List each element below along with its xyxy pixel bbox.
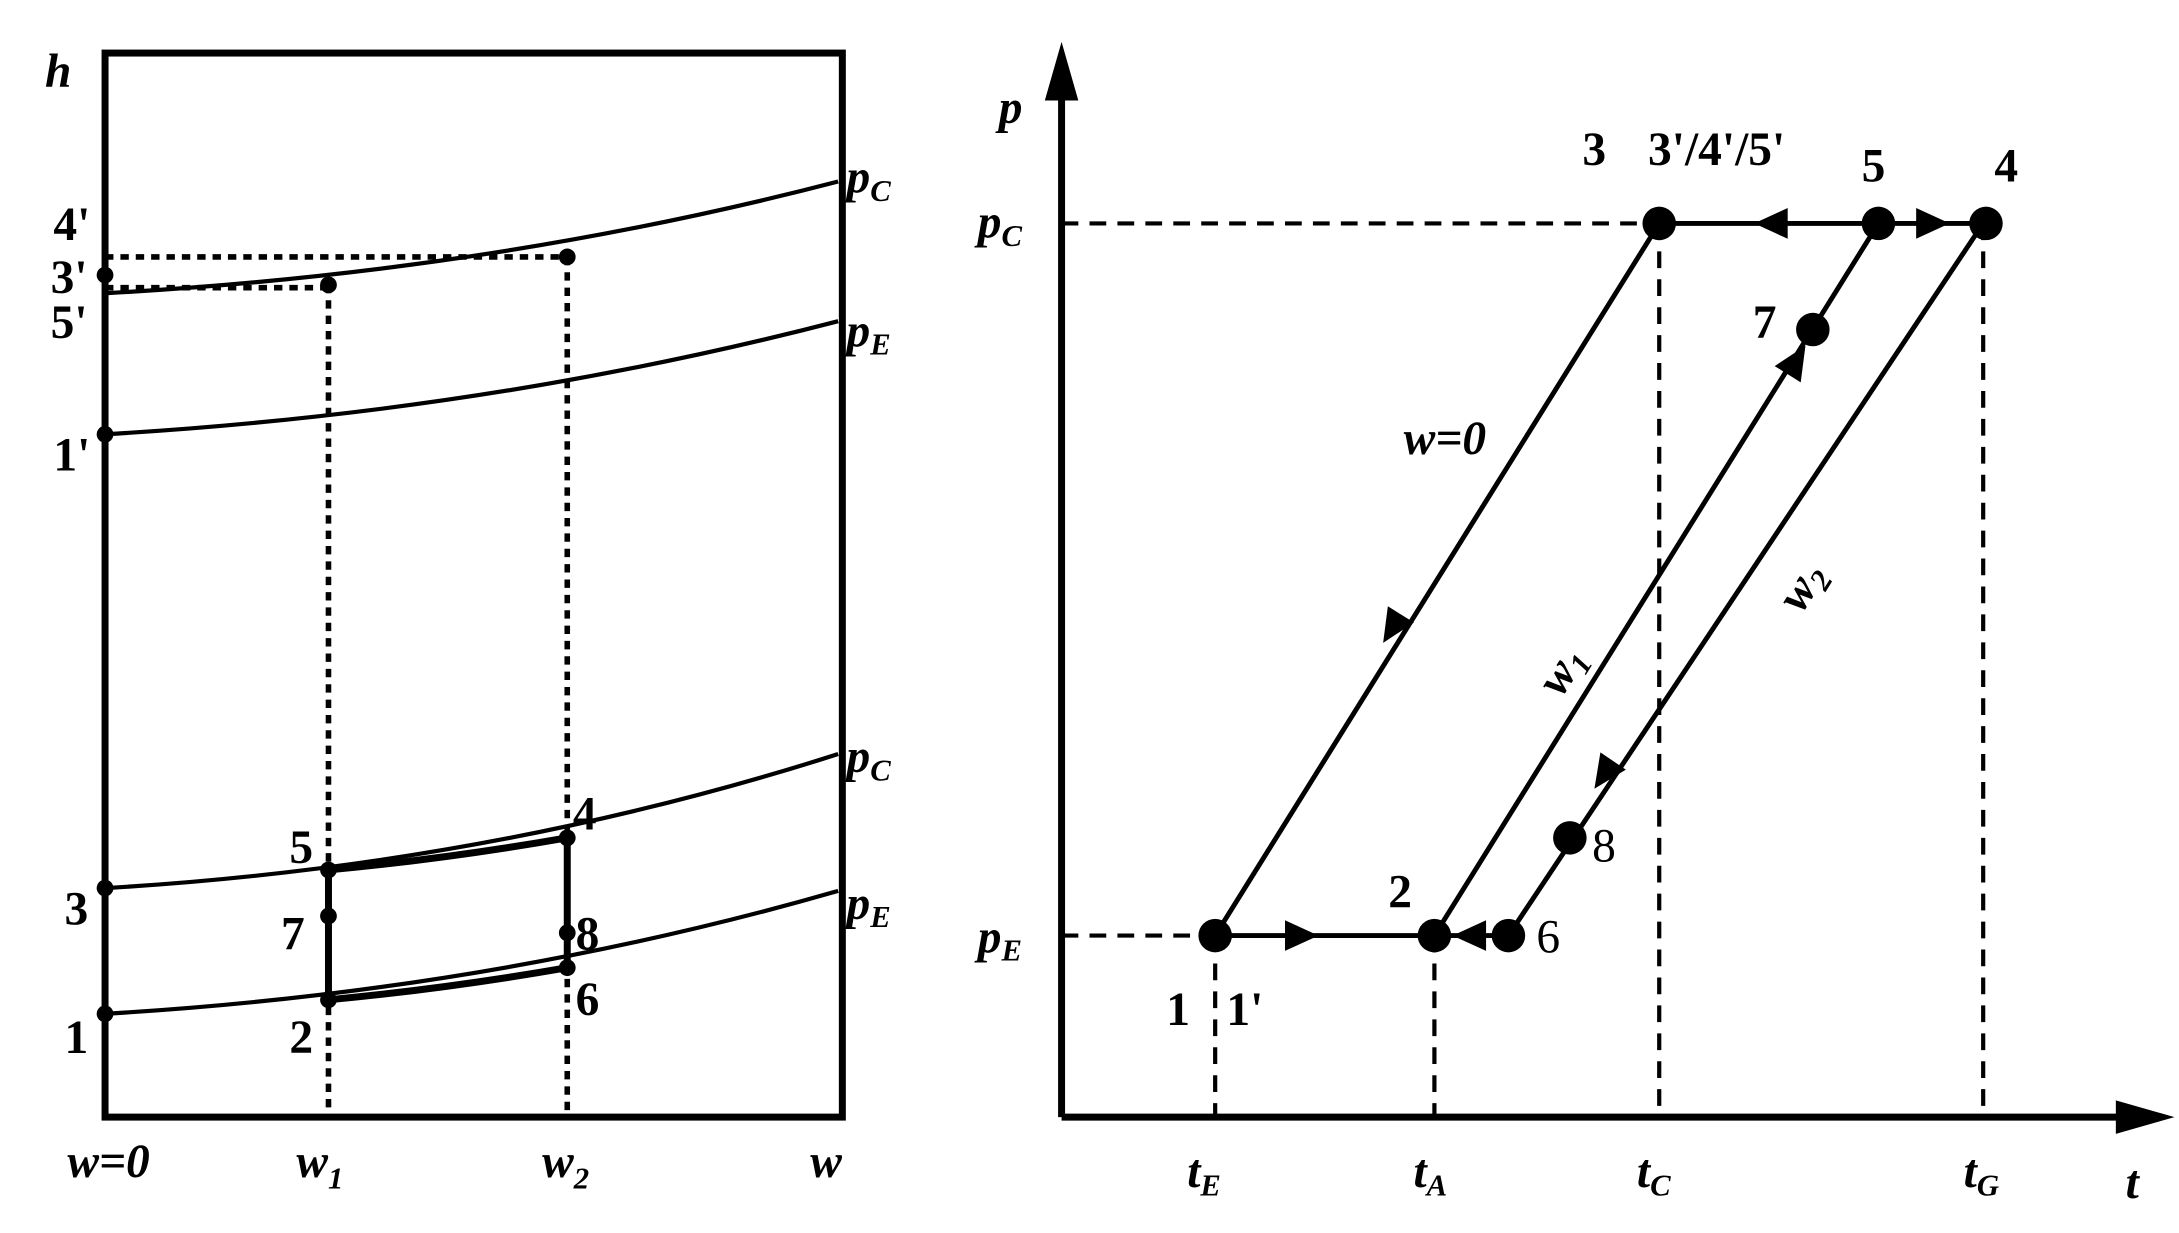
arrow-down-icon: [1594, 752, 1626, 789]
y-tick-pe: pE: [974, 911, 1022, 967]
x-axis-arrow-icon: [2115, 1100, 2175, 1134]
point-label-3p-4p-5p: 3'/4'/5': [1648, 124, 1785, 176]
curve-label-lower-pc: pC: [843, 731, 892, 787]
axes: [1058, 76, 2130, 1121]
p-t-diagram: p t pC pE tE tA tC tG w=0 w1 w2 3 3'/4'/…: [974, 41, 2175, 1209]
arrow-left-icon: [1452, 920, 1487, 951]
h-w-diagram: h 4' 3' 5' 1' 3 1 5 7 2 4 8 6 w=0 w1 w2 …: [45, 46, 891, 1196]
point-label-8: 8: [576, 909, 600, 961]
line-label-w2: w2: [1767, 553, 1840, 623]
direction-arrows: [1284, 208, 1950, 951]
arrow-up-icon: [1774, 345, 1806, 383]
point-label-8: 8: [1592, 821, 1616, 873]
x-tick-w: w: [810, 1136, 842, 1188]
x-tick-tg: tG: [1964, 1146, 1999, 1202]
arrow-right-icon: [1916, 208, 1950, 239]
y-axis-label: p: [995, 82, 1023, 134]
arrow-right-icon: [1284, 920, 1319, 951]
point-label-1: 1: [65, 1012, 89, 1064]
state-points: [96, 248, 576, 1023]
x-axis-label: t: [2126, 1157, 2141, 1209]
y-axis-arrow-icon: [1044, 41, 1079, 101]
y-axis-label: h: [45, 46, 71, 98]
point-label-4: 4: [1994, 141, 2018, 193]
curve-label-upper-pe: pE: [843, 305, 891, 361]
x-tick-te: tE: [1187, 1146, 1221, 1202]
cycle-lines: [1213, 220, 1986, 939]
x-tick-w1: w1: [296, 1136, 343, 1195]
y-tick-pc: pC: [974, 196, 1023, 252]
line-label-w0: w=0: [1404, 413, 1486, 465]
state-points: [1198, 206, 2003, 953]
point-label-7: 7: [1753, 297, 1777, 349]
curve-lower-pc: [104, 752, 839, 891]
curve-lower-pe: [104, 888, 839, 1016]
point-label-6: 6: [1536, 911, 1560, 963]
process-lines: [324, 834, 571, 1004]
x-tick-ta: tA: [1413, 1146, 1447, 1202]
point-label-3: 3: [1582, 124, 1606, 176]
point-label-3p: 3': [51, 252, 88, 304]
curve-label-lower-pe: pE: [843, 878, 891, 934]
point-label-5: 5: [289, 822, 313, 874]
point-label-4p: 4': [53, 199, 90, 251]
curve-upper-pc: [104, 179, 839, 296]
plot-frame: [101, 49, 846, 1121]
point-label-2: 2: [1388, 867, 1412, 919]
point-label-5p: 5': [51, 297, 88, 349]
point-label-3: 3: [65, 883, 89, 935]
point-label-2: 2: [289, 1012, 313, 1064]
line-label-w1: w1: [1527, 637, 1600, 707]
arrow-left-icon: [1754, 208, 1788, 239]
dashed-guides: [1061, 221, 1986, 1118]
point-label-5: 5: [1862, 141, 1886, 193]
point-label-6: 6: [576, 974, 600, 1026]
point-label-1p: 1': [1226, 984, 1263, 1036]
curve-upper-pe: [104, 319, 839, 437]
point-label-1: 1: [1166, 984, 1190, 1036]
curve-label-upper-pc: pC: [843, 152, 892, 208]
x-tick-tc: tC: [1637, 1146, 1671, 1202]
point-label-7: 7: [281, 909, 305, 961]
arrow-down-icon: [1383, 606, 1414, 643]
x-tick-w2: w2: [542, 1136, 589, 1195]
point-label-4: 4: [573, 788, 597, 840]
dashed-guides: [105, 254, 571, 1118]
point-label-1p: 1': [53, 430, 90, 482]
x-tick-w0: w=0: [67, 1136, 149, 1188]
